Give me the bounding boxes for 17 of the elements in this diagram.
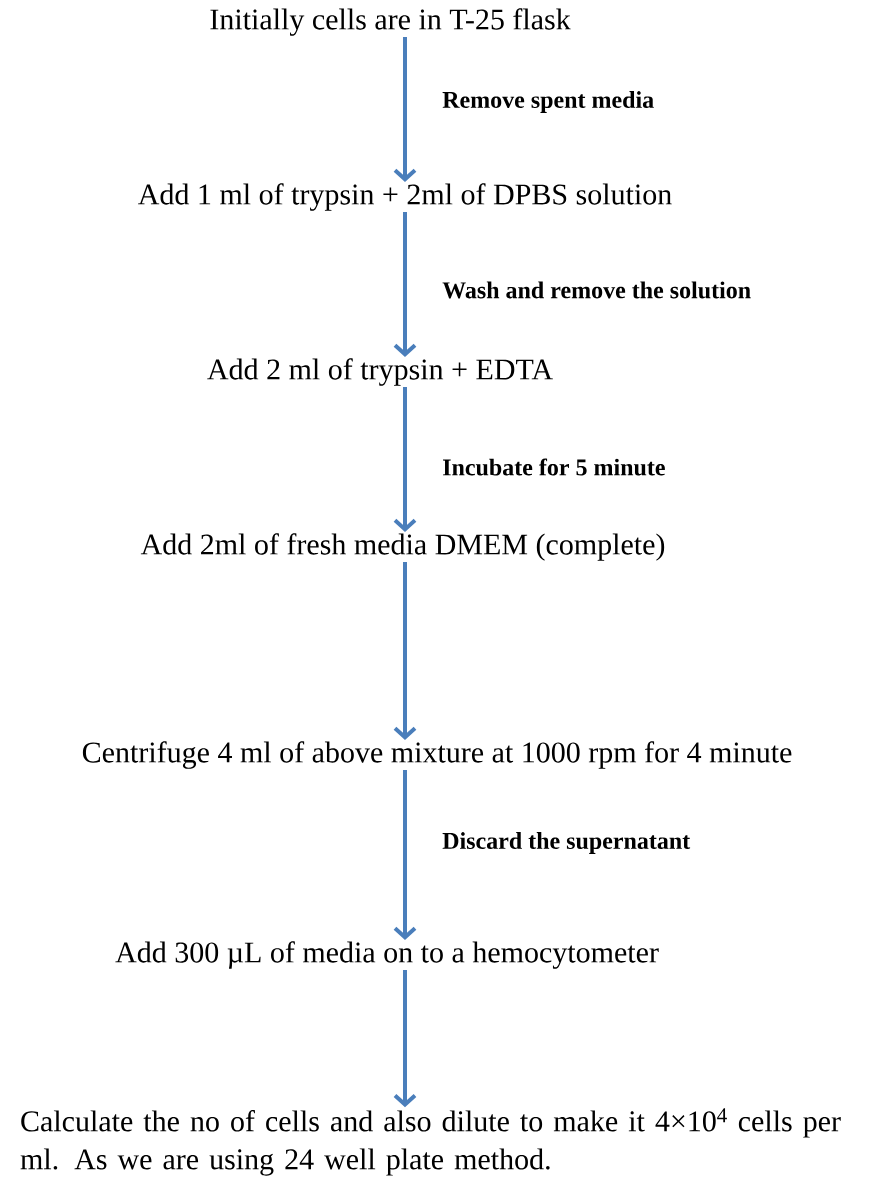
step-text: Add 1 ml of trypsin + 2ml of DPBS solution: [138, 183, 672, 211]
step-text: Add 2 ml of trypsin + EDTA: [207, 358, 553, 386]
arrow: [393, 561, 417, 740]
step-text: Initially cells are in T-25 flask: [210, 8, 571, 36]
edge-label: Wash and remove the solution: [442, 281, 751, 299]
step-text: Add 300 µL of media on to a hemocytometer: [115, 941, 659, 969]
edge-label: Remove spent media: [442, 91, 654, 113]
edge-label: Discard the supernatant: [442, 832, 691, 854]
arrow: [393, 37, 417, 182]
arrow: [393, 387, 417, 533]
step-text: Calculate the no of cells and also dilute to make it 4×10$^{4}$ cells per ml. As we are using 24 well plate method.: [20, 1108, 841, 1176]
edge-label: Incubate for 5 minute: [443, 458, 665, 476]
step-text: Add 2ml of fresh media DMEM (complete): [140, 533, 665, 561]
arrow: [393, 212, 417, 357]
step-text: Centrifuge 4 ml of above mixture at 1000 rpm for 4 minute: [82, 741, 792, 769]
arrow: [393, 770, 417, 940]
arrow: [393, 970, 417, 1108]
